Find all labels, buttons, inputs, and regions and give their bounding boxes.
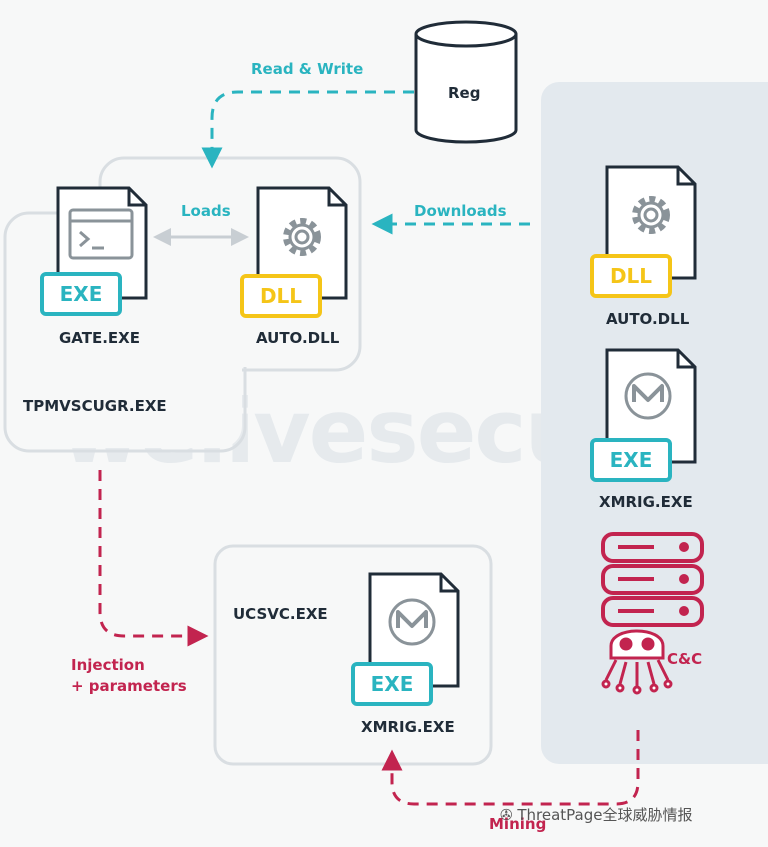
- edge-injection: [98, 470, 209, 647]
- node-tpmvscugr-label: TPMVSCUGR.EXE: [23, 397, 167, 415]
- gear-icon: [283, 218, 321, 256]
- node-auto-dll-remote-label: AUTO.DLL: [606, 310, 690, 328]
- footer-watermark: ✇ ThreatPage全球威胁情报: [500, 804, 692, 825]
- xmrig-local-badge: [351, 662, 433, 706]
- cnc-server-icon: [601, 532, 704, 627]
- gear-icon: [632, 196, 670, 234]
- node-xmrig-local-label: XMRIG.EXE: [361, 718, 455, 736]
- xmrig-remote-doc: [590, 348, 697, 482]
- node-ucsvc-label: UCSVC.EXE: [233, 605, 328, 623]
- edge-label-injection-1: Injection: [71, 656, 145, 674]
- xmrig-local-doc: [351, 572, 460, 706]
- edge-label-read-write: Read & Write: [251, 60, 364, 78]
- edge-label-injection-2: + parameters: [71, 677, 187, 695]
- node-reg-label: Reg: [448, 84, 481, 102]
- auto-dll-remote-badge: [590, 254, 672, 298]
- reg-cylinder: [414, 20, 518, 144]
- wechat-icon: ✇: [500, 806, 513, 824]
- gate-exe-doc: [40, 186, 148, 316]
- skull-icon: [601, 629, 673, 695]
- node-cnc-label: C&C: [667, 650, 703, 668]
- gate-exe-badge: [40, 272, 122, 316]
- edge-label-downloads: Downloads: [414, 202, 507, 220]
- xmrig-remote-badge-text: EXE: [609, 448, 653, 472]
- footer-text: ThreatPage全球威胁情报: [517, 806, 693, 824]
- edge-read-write: [201, 90, 414, 169]
- auto-dll-local-badge: [240, 274, 322, 318]
- edge-label-mining: Mining: [489, 815, 547, 833]
- monero-icon: [388, 598, 436, 646]
- xmrig-local-badge-text: EXE: [370, 672, 414, 696]
- monero-icon: [624, 372, 672, 420]
- gate-exe-badge-text: EXE: [59, 282, 103, 306]
- node-gate-exe-label: GATE.EXE: [59, 329, 140, 347]
- auto-dll-remote-badge-text: DLL: [609, 264, 653, 288]
- auto-dll-local-doc: [240, 186, 348, 318]
- auto-dll-remote-doc: [590, 165, 697, 298]
- xmrig-remote-badge: [590, 438, 672, 482]
- auto-dll-local-badge-text: DLL: [259, 284, 303, 308]
- node-xmrig-remote-label: XMRIG.EXE: [599, 493, 693, 511]
- terminal-icon: [68, 208, 134, 260]
- edge-mining: [381, 730, 640, 806]
- node-auto-dll-local-label: AUTO.DLL: [256, 329, 340, 347]
- edge-label-loads: Loads: [181, 202, 231, 220]
